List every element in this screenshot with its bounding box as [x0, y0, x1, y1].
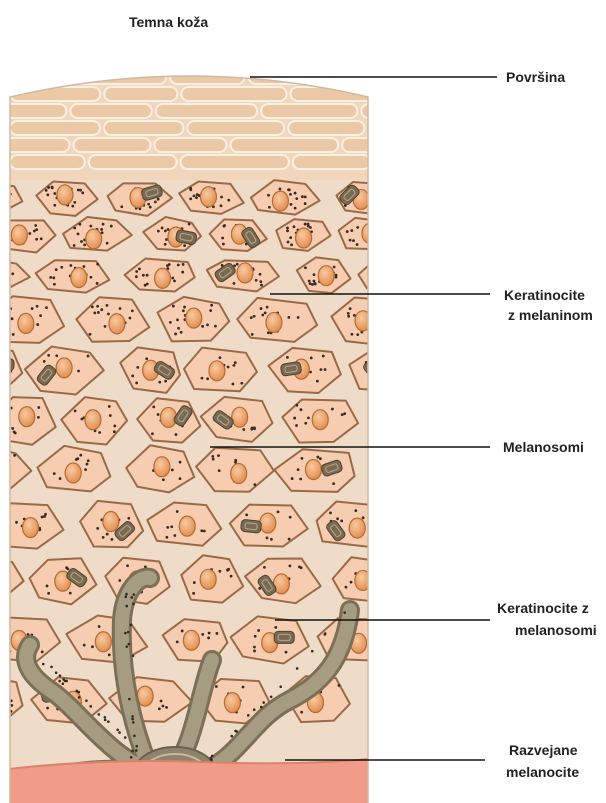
- skin-tissue: [0, 50, 461, 803]
- label-melanosomes: Melanosomi: [503, 439, 584, 455]
- label-keratinocytes-melanin-1: Keratinocite: [504, 287, 585, 303]
- label-keratinocytes-melanin-2: z melaninom: [508, 307, 593, 323]
- stratum-corneum: [0, 50, 461, 180]
- dermis: [0, 758, 380, 803]
- label-melanocytes-2: melanocite: [506, 764, 579, 780]
- label-keratinocytes-melanosomes-2: melanosomi: [515, 622, 597, 638]
- diagram-title: Temna koža: [129, 14, 208, 30]
- label-keratinocytes-melanosomes-1: Keratinocite z: [497, 600, 589, 616]
- label-melanocytes-1: Razvejane: [509, 742, 578, 758]
- label-surface: Površina: [506, 69, 565, 85]
